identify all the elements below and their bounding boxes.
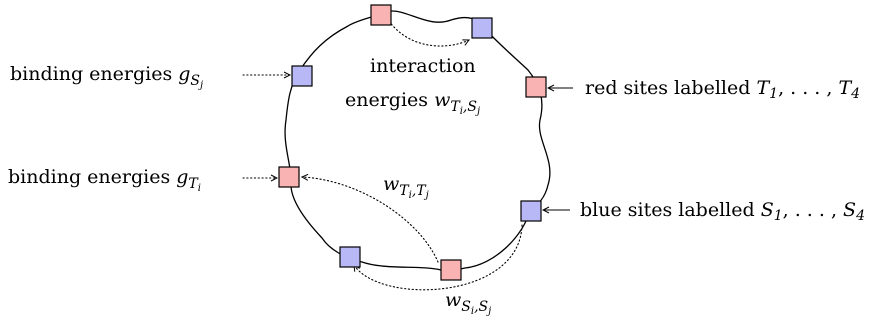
red-sites-label: red sites labelled T1, . . . , T4 bbox=[585, 77, 860, 102]
interaction-label-line2: energies wTi,Sj bbox=[345, 89, 480, 117]
blue-site-top-right bbox=[471, 17, 493, 39]
red-site-right bbox=[525, 76, 547, 98]
red-site-top bbox=[370, 4, 392, 26]
blue-site-right-lower bbox=[520, 200, 542, 222]
blue-sites-label: blue sites labelled S1, . . . , S4 bbox=[580, 199, 865, 224]
interaction-label-line1: interaction bbox=[370, 55, 476, 77]
binding-energies-gS-label: binding energies gSj bbox=[10, 63, 203, 91]
red-site-left bbox=[278, 166, 300, 188]
red-site-bottom bbox=[440, 259, 462, 281]
ring-curve bbox=[284, 10, 551, 272]
blue-site-left-upper bbox=[291, 65, 313, 87]
binding-energies-gT-label: binding energies gTi bbox=[8, 166, 201, 194]
interaction-wSS-label: wSi,Sj bbox=[445, 289, 491, 317]
interaction-wTS-arrow bbox=[388, 20, 469, 47]
interaction-wTT-label: wTi,Tj bbox=[383, 173, 429, 201]
interaction-wSS-arrow bbox=[354, 224, 523, 291]
blue-site-bottom-left bbox=[339, 246, 361, 268]
